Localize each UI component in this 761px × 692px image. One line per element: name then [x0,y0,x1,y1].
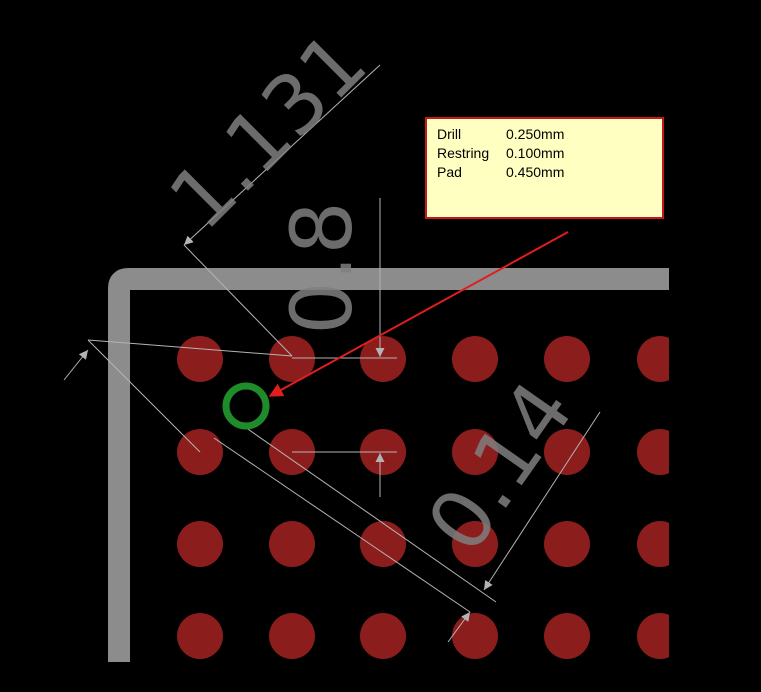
restring-label: Restring [437,145,490,161]
tooltip-row-pad: Pad 0.450mm [437,163,652,182]
pad-r3-c1[interactable] [269,613,315,659]
pad-r2-c3[interactable] [452,521,498,567]
pad-r0-c4[interactable] [544,336,590,382]
pad-r0-c0[interactable] [177,336,223,382]
restring-value: 0.100mm [506,145,565,161]
pad-grid [177,300,761,692]
tooltip-row-drill: Drill 0.250mm [437,125,652,144]
pad-r3-c4[interactable] [544,613,590,659]
dimension-lines [63,64,601,643]
pad-r1-c4[interactable] [544,429,590,475]
pad-value: 0.450mm [506,164,565,180]
pad-r0-c3[interactable] [452,336,498,382]
drill-label: Drill [437,126,462,142]
pad-label: Pad [437,164,462,180]
pad-r0-c2[interactable] [360,336,406,382]
dimension-label-08: 0.8 [273,201,371,335]
via-ring-icon[interactable] [222,382,270,430]
pad-r1-c3[interactable] [452,429,498,475]
crop-mask [669,300,761,692]
pad-r0-c1[interactable] [269,336,315,382]
red-arrow-icon [268,231,569,397]
pad-r2-c2[interactable] [360,521,406,567]
pad-r2-c1[interactable] [269,521,315,567]
pad-r2-c0[interactable] [177,521,223,567]
pad-r2-c4[interactable] [544,521,590,567]
board-outline [108,268,669,662]
pad-r3-c0[interactable] [177,613,223,659]
via-info-tooltip: Drill 0.250mm Restring 0.100mm Pad 0.450… [425,117,664,219]
pad-r3-c3[interactable] [452,613,498,659]
pad-r3-c2[interactable] [360,613,406,659]
drill-value: 0.250mm [506,126,565,142]
tooltip-row-restring: Restring 0.100mm [437,144,652,163]
